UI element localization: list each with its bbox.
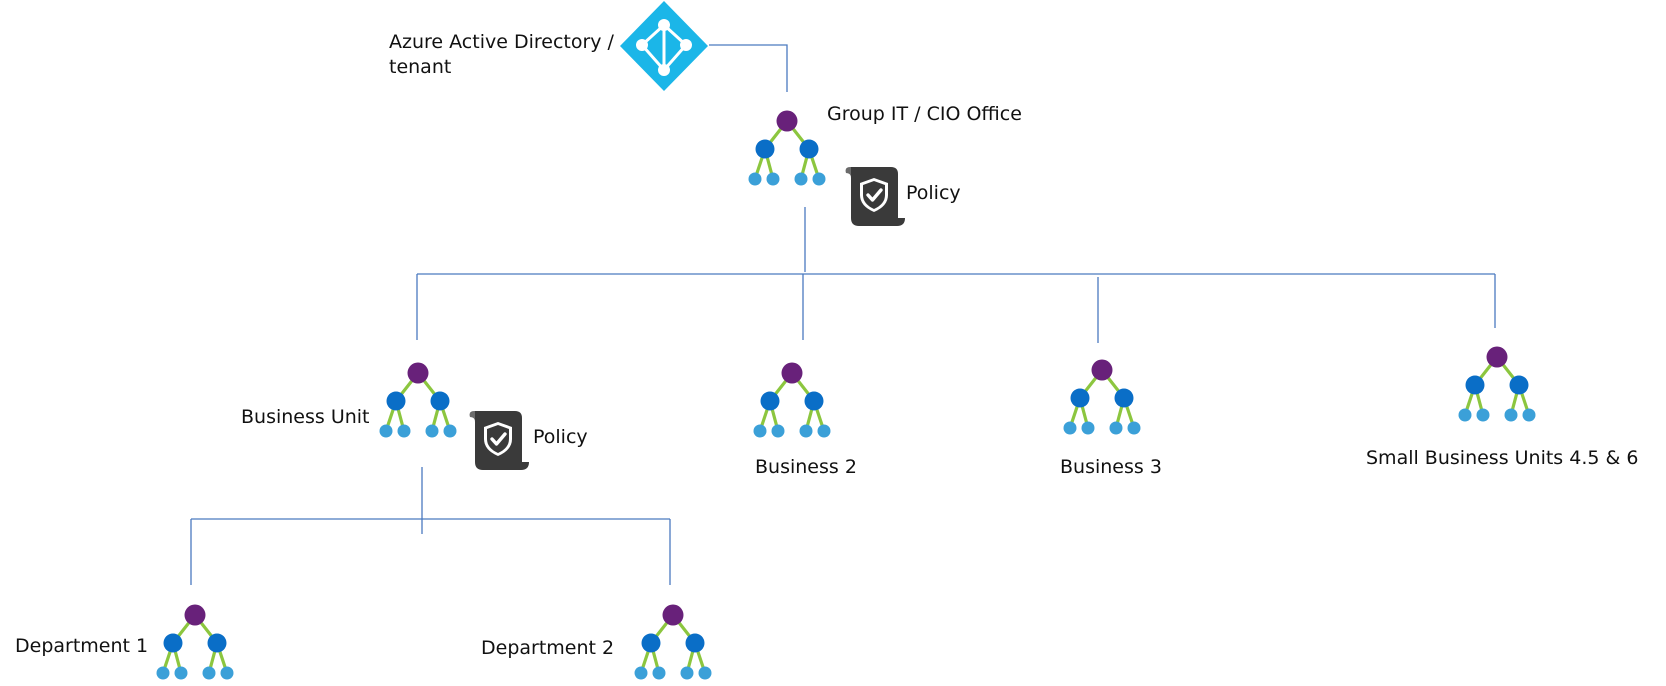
business2-label: Business 2 [755,456,857,478]
business2-icon [753,362,831,438]
small-business-units-label: Small Business Units 4.5 & 6 [1366,447,1639,469]
small-business-units-icon [1458,346,1536,422]
business-unit-label: Business Unit [241,406,370,428]
business-unit-policy-icon [467,411,529,470]
business-unit-policy-label: Policy [533,426,588,448]
department2-icon [634,604,712,680]
root-management-group-icon [748,110,826,186]
business-unit-icon [379,362,457,438]
business3-icon [1063,359,1141,435]
root-label: Group IT / CIO Office [827,103,1022,125]
department1-label: Department 1 [15,635,149,657]
azure-active-directory-icon [620,1,708,91]
department2-label: Department 2 [481,637,615,659]
department1-icon [156,604,234,680]
azure-ad-label: Azure Active Directory / tenant [389,31,614,78]
root-policy-icon [843,167,905,226]
business3-label: Business 3 [1060,456,1162,478]
connector-azure-to-root [709,44,788,92]
root-policy-label: Policy [906,182,961,204]
